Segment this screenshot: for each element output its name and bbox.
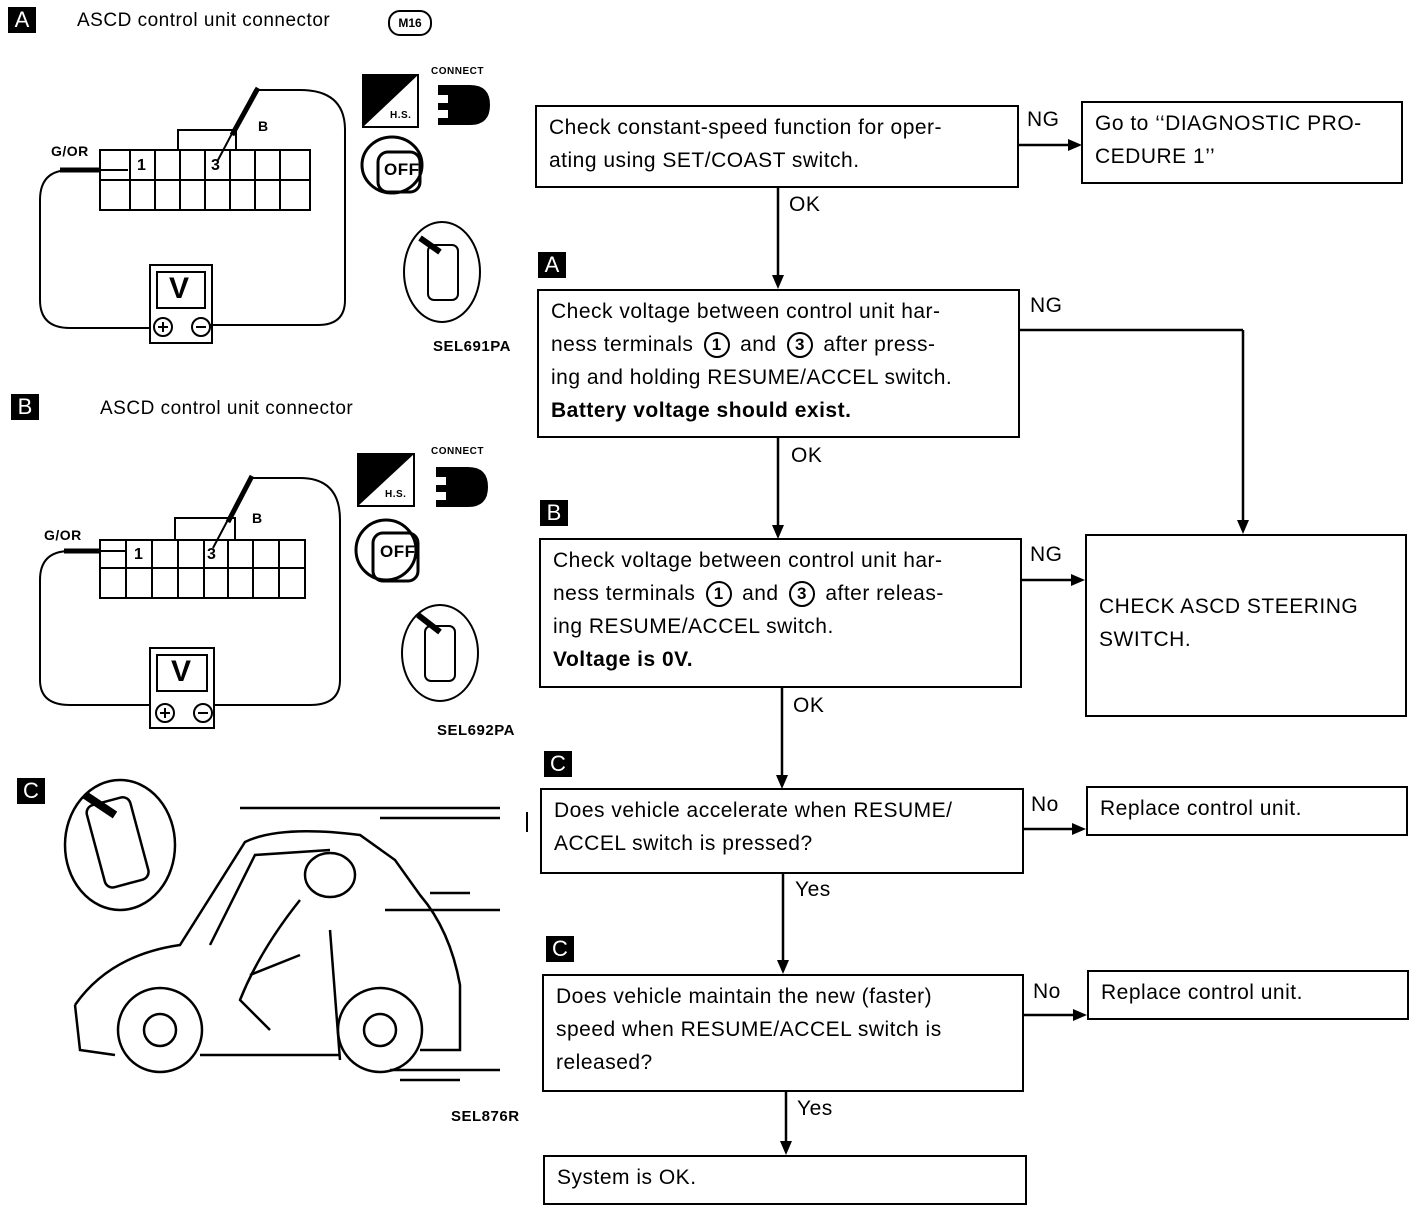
- pin1-label-b: 1: [134, 546, 144, 563]
- connect-label-a: CONNECT: [431, 66, 484, 77]
- car-illustration: [63, 778, 500, 1082]
- step3-line2-mid: and: [742, 582, 779, 605]
- system-ok-box: System is OK.: [543, 1155, 1027, 1205]
- step5-line3: released?: [556, 1051, 653, 1074]
- step-maintain-speed-question: Does vehicle maintain the new (faster) s…: [542, 974, 1024, 1092]
- terminal-3-marker: 3: [788, 581, 815, 607]
- panel-b-tag: B: [11, 394, 39, 420]
- step-check-voltage-released: Check voltage between control unit har- …: [539, 538, 1022, 688]
- hs-label-b: H.S.: [385, 489, 407, 500]
- terminal-1-marker: 1: [703, 332, 730, 358]
- probe-label-a: B: [258, 118, 269, 134]
- check-switch-line2: SWITCH.: [1099, 628, 1192, 651]
- step2-line2-post: after press-: [823, 333, 936, 356]
- step2-line2-pre: ness terminals: [551, 333, 694, 356]
- step4-line2: ACCEL switch is pressed?: [554, 832, 813, 855]
- step5-no-label: No: [1033, 980, 1061, 1003]
- final-line1: System is OK.: [557, 1166, 697, 1189]
- connector-code-badge: M16: [388, 10, 432, 36]
- panel-a-tag: A: [8, 7, 36, 33]
- step2-line3: ing and holding RESUME/ACCEL switch.: [551, 366, 953, 389]
- step3-line2: ness terminals 1 and 3 after releas-: [553, 577, 1008, 610]
- wire-label-a: G/OR: [51, 143, 89, 159]
- flow-arrowheads: [772, 139, 1249, 1155]
- step-check-voltage-pressed: Check voltage between control unit har- …: [537, 289, 1020, 438]
- pin3-label-a: 3: [211, 157, 221, 174]
- step4-yes-label: Yes: [795, 878, 831, 901]
- no2-line1: Replace control unit.: [1101, 981, 1303, 1004]
- step2-tag: A: [538, 252, 566, 278]
- step1-ok-label: OK: [789, 193, 821, 216]
- step-check-constant-speed: Check constant-speed function for oper- …: [535, 105, 1019, 188]
- panel-c-tag: C: [17, 778, 45, 804]
- off-label-b: OFF: [380, 542, 416, 561]
- step2-line1: Check voltage between control unit har-: [551, 300, 941, 323]
- connector-b-graphic: [39, 477, 341, 729]
- voltmeter-label-a: V: [169, 272, 190, 305]
- off-label-a: OFF: [384, 160, 420, 179]
- pin1-label-a: 1: [137, 157, 147, 174]
- caption-b: SEL692PA: [437, 722, 515, 739]
- step3-ng-label: NG: [1030, 543, 1063, 566]
- terminal-3-marker: 3: [786, 332, 813, 358]
- step2-ok-label: OK: [791, 444, 823, 467]
- step3-tag: B: [540, 500, 568, 526]
- step3-ok-label: OK: [793, 694, 825, 717]
- pin3-label-b: 3: [207, 546, 217, 563]
- flow-connectors: [776, 143, 1245, 1146]
- check-switch-line1: CHECK ASCD STEERING: [1099, 595, 1359, 618]
- hs-label-a: H.S.: [390, 110, 412, 121]
- step4-line1: Does vehicle accelerate when RESUME/: [554, 799, 953, 822]
- replace-control-unit-box-1: Replace control unit.: [1086, 786, 1408, 836]
- step5-tag: C: [546, 936, 574, 962]
- connector-a-graphic: [39, 89, 346, 344]
- no1-line1: Replace control unit.: [1100, 797, 1302, 820]
- probe-label-b: B: [252, 510, 263, 526]
- step1-line1: Check constant-speed function for oper-: [549, 116, 943, 139]
- caption-a: SEL691PA: [433, 338, 511, 355]
- panel-b-title: ASCD control unit connector: [100, 398, 354, 419]
- step4-no-label: No: [1031, 793, 1059, 816]
- connect-label-b: CONNECT: [431, 446, 484, 457]
- step5-line1: Does vehicle maintain the new (faster): [556, 985, 933, 1008]
- replace-control-unit-box-2: Replace control unit.: [1087, 970, 1409, 1020]
- terminal-1-marker: 1: [705, 581, 732, 607]
- step-accelerate-question: Does vehicle accelerate when RESUME/ ACC…: [540, 788, 1024, 874]
- step2-line2: ness terminals 1 and 3 after press-: [551, 328, 1006, 361]
- step3-line2-post: after releas-: [825, 582, 944, 605]
- voltmeter-label-b: V: [171, 655, 192, 688]
- wire-label-b: G/OR: [44, 527, 82, 543]
- step3-line3: ing RESUME/ACCEL switch.: [553, 615, 834, 638]
- check-steering-switch-box: CHECK ASCD STEERING SWITCH.: [1085, 534, 1407, 717]
- go-to-procedure-box: Go to ‘‘DIAGNOSTIC PRO- CEDURE 1’’: [1081, 101, 1403, 184]
- caption-c: SEL876R: [451, 1108, 520, 1125]
- ng1-line1: Go to ‘‘DIAGNOSTIC PRO-: [1095, 112, 1362, 135]
- step3-line2-pre: ness terminals: [553, 582, 696, 605]
- ng1-line2: CEDURE 1’’: [1095, 145, 1216, 168]
- step2-line4: Battery voltage should exist.: [551, 399, 852, 422]
- step5-line2: speed when RESUME/ACCEL switch is: [556, 1018, 942, 1041]
- panel-a-title: ASCD control unit connector: [77, 10, 331, 31]
- step1-ng-label: NG: [1027, 108, 1060, 131]
- step1-line2: ating using SET/COAST switch.: [549, 149, 860, 172]
- step3-line4: Voltage is 0V.: [553, 648, 694, 671]
- step2-ng-label: NG: [1030, 294, 1063, 317]
- step3-line1: Check voltage between control unit har-: [553, 549, 943, 572]
- step4-tag: C: [544, 751, 572, 777]
- step2-line2-mid: and: [740, 333, 777, 356]
- step5-yes-label: Yes: [797, 1097, 833, 1120]
